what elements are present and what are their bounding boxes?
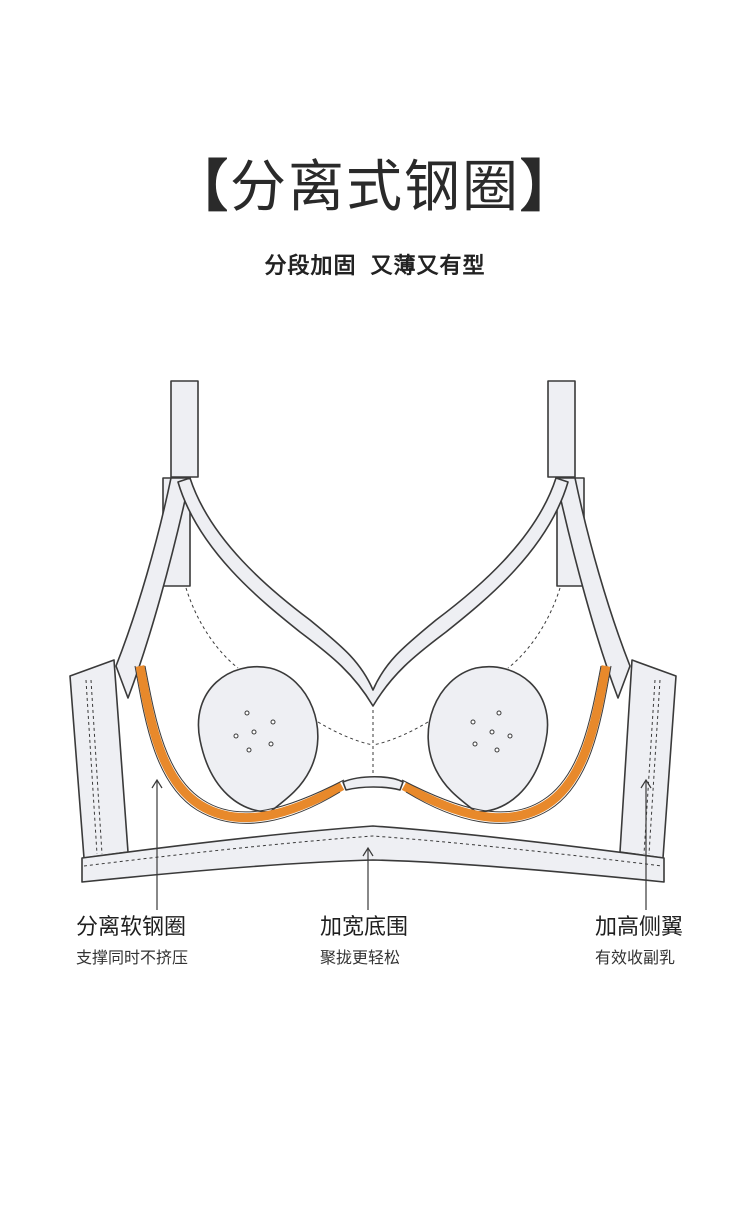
right-pad-seam — [372, 721, 429, 746]
bottom-band — [81, 825, 665, 883]
title-bracket-open: 【 — [172, 155, 230, 220]
feature-label-band: 加宽底围 — [320, 915, 409, 940]
left-strap — [170, 380, 199, 478]
right-cup-side-edge — [555, 477, 631, 699]
right-wing-stitch-1 — [648, 679, 661, 855]
title-bracket-close: 】 — [520, 155, 578, 220]
feature-desc-wire: 支撑同时不挤压 — [76, 948, 189, 967]
left-wing-stitch-2 — [90, 679, 103, 855]
left-wing-stitch-1 — [85, 679, 98, 855]
right-underwire — [401, 665, 611, 823]
subtitle-part-1: 分段加固 — [264, 254, 357, 279]
page-title: 【分离式钢圈】 — [0, 150, 750, 226]
left-underwire — [135, 665, 345, 823]
page-subtitle: 分段加固又薄又有型 — [0, 248, 750, 280]
center-gore — [342, 775, 404, 791]
feature-label-wing: 加高侧翼 — [595, 915, 684, 940]
left-cup-pad — [197, 665, 319, 813]
right-strap — [547, 380, 576, 478]
left-side-wing — [69, 659, 129, 859]
band-stitch — [83, 835, 663, 867]
left-cup-side-edge — [115, 477, 191, 699]
neckline-trim — [177, 477, 569, 707]
title-text: 分离式钢圈 — [230, 155, 520, 220]
subtitle-part-2: 又薄又有型 — [370, 254, 486, 279]
feature-desc-wing: 有效收副乳 — [595, 948, 676, 967]
feature-desc-band: 聚拢更轻松 — [320, 948, 401, 967]
left-cup-seam — [185, 587, 239, 669]
feature-label-wire: 分离软钢圈 — [76, 915, 187, 940]
right-cup-seam — [507, 587, 561, 669]
left-pad-seam — [317, 721, 374, 746]
right-side-wing — [619, 659, 677, 859]
right-cup-pad — [427, 665, 549, 813]
